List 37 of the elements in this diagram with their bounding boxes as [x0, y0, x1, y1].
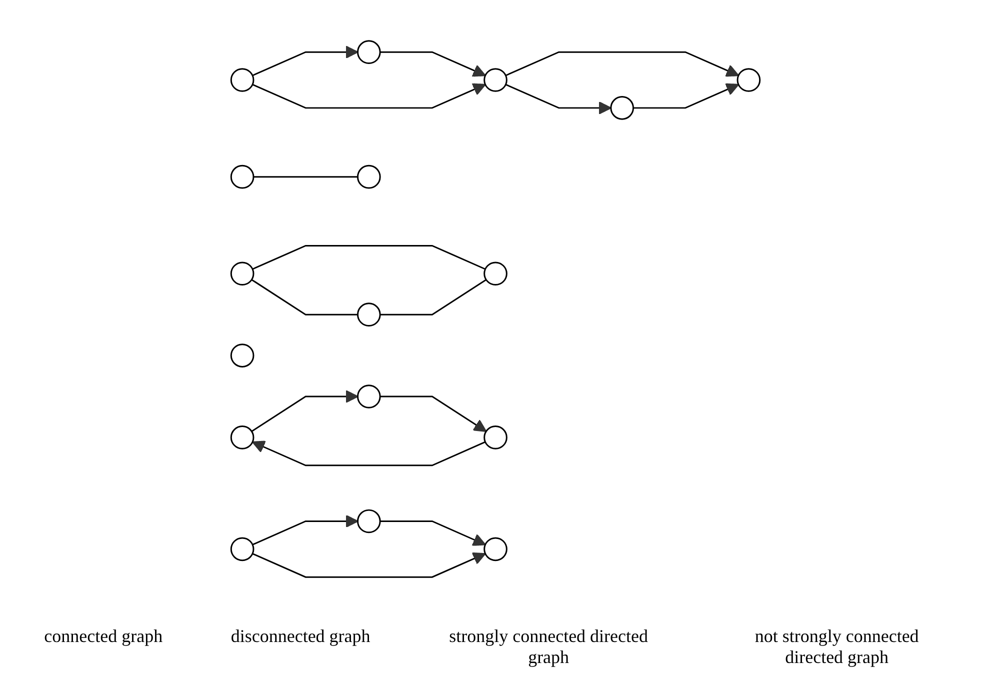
node-circle	[230, 262, 254, 286]
arrow	[505, 51, 740, 77]
connector	[251, 279, 358, 316]
arrow	[252, 552, 486, 578]
connector	[252, 244, 486, 270]
node-circle	[230, 68, 254, 92]
node-circle	[357, 40, 381, 64]
arrow	[633, 83, 740, 109]
graph-caption: disconnected graph	[230, 626, 370, 648]
connector	[253, 176, 358, 178]
node-circle	[357, 302, 381, 326]
node-circle	[736, 68, 761, 92]
arrow	[252, 46, 358, 76]
node-circle	[357, 164, 381, 189]
node-circle	[230, 426, 254, 450]
graph-caption: strongly connected directed graph	[448, 626, 650, 668]
arrow	[505, 84, 612, 114]
node-circle	[230, 344, 254, 368]
node-circle	[484, 262, 508, 286]
arrow	[252, 83, 486, 109]
connector	[380, 279, 487, 316]
arrow	[252, 514, 358, 546]
arrow	[380, 51, 486, 77]
node-circle	[484, 68, 508, 92]
arrow	[251, 390, 358, 432]
graph-caption: not strongly connected directed graph	[754, 626, 920, 668]
arrow	[380, 396, 487, 432]
arrow	[252, 440, 486, 466]
node-circle	[357, 509, 381, 534]
arrow	[380, 520, 486, 546]
node-circle	[484, 537, 508, 562]
node-circle	[230, 537, 254, 562]
graph-caption: connected graph	[44, 626, 163, 648]
node-circle	[610, 96, 634, 120]
node-circle	[357, 384, 381, 408]
node-circle	[484, 426, 508, 450]
node-circle	[230, 164, 254, 189]
